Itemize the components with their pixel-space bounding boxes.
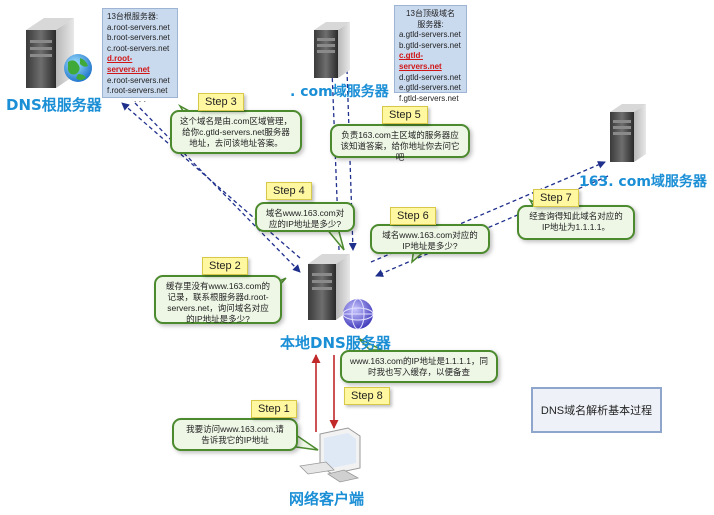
- root-server-list: 13台根服务器: a.root-servers.net b.root-serve…: [102, 8, 178, 106]
- step7-label: Step 7: [533, 189, 579, 207]
- root-list-title: 13台根服务器:: [107, 12, 159, 21]
- diagram-caption: DNS域名解析基本过程: [531, 387, 662, 433]
- bubble-tail-step1: [295, 433, 319, 451]
- step2-label: Step 2: [202, 257, 248, 275]
- root-list-item: c.root-servers.net: [107, 43, 170, 53]
- step2-message: 缓存里没有www.163.com的记录，联系根服务器d.root-servers…: [154, 275, 282, 324]
- root-list-ellipsis: · · ·: [133, 96, 147, 106]
- step3-label: Step 3: [198, 93, 244, 111]
- root-server-label: DNS根服务器: [6, 96, 102, 114]
- com-list-item-highlighted: c.gtld-servers.net: [399, 51, 442, 71]
- root-list-item: b.root-servers.net: [107, 33, 170, 43]
- local-server-label: 本地DNS服务器: [280, 334, 391, 352]
- com-server-label: . com域服务器: [290, 84, 389, 100]
- site-server-label: 163. com域服务器: [579, 174, 707, 190]
- step8-message: www.163.com的IP地址是1.1.1.1，同时我也写入缓存，以便备查: [340, 350, 498, 383]
- root-list-item-highlighted: d.root-servers.net: [107, 54, 150, 74]
- local-server-icon: [308, 254, 350, 320]
- arrow-step3: [134, 102, 301, 273]
- step4-label: Step 4: [266, 182, 312, 200]
- step3-message: 这个域名是由.com区域管理，给你c.gtld-servers.net服务器地址…: [170, 110, 302, 154]
- step1-message: 我要访问www.163.com,请告诉我它的IP地址: [172, 418, 298, 451]
- com-list-item: b.gtld-servers.net: [399, 40, 461, 50]
- step6-message: 域名www.163.com对应的IP地址是多少?: [370, 224, 490, 254]
- com-list-item: a.gtld-servers.net: [399, 30, 461, 40]
- step8-label: Step 8: [344, 387, 390, 405]
- com-list-title-2: 服务器:: [417, 19, 444, 29]
- com-list-item: d.gtld-servers.net: [399, 72, 461, 82]
- com-list-title: 13台顶级域名: [406, 9, 455, 18]
- globe-icon: [64, 54, 92, 82]
- arrow-step2: [121, 102, 301, 259]
- com-list-item: f.gtld-servers.net: [399, 93, 459, 103]
- root-list-item: a.root-servers.net: [107, 22, 170, 32]
- com-server-list: 13台顶级域名 服务器: a.gtld-servers.net b.gtld-s…: [394, 5, 467, 103]
- step5-message: 负责163.com主区域的服务器应该知道答案，给你地址你去问它吧: [330, 124, 470, 162]
- step4-message: 域名www.163.com对应的IP地址是多少?: [255, 202, 355, 232]
- step5-label: Step 5: [382, 106, 428, 124]
- root-list-item: e.root-servers.net: [107, 75, 170, 85]
- network-globe-icon: [342, 298, 374, 330]
- root-server-icon: [26, 18, 74, 88]
- com-list-item: e.gtld-servers.net: [399, 83, 461, 93]
- site-server-icon: [610, 104, 646, 162]
- client-label: 网络客户端: [289, 490, 365, 508]
- com-server-icon: [314, 22, 350, 78]
- step1-label: Step 1: [251, 400, 297, 418]
- step6-label: Step 6: [390, 207, 436, 225]
- client-computer-icon: [299, 427, 361, 483]
- root-list-item: f.root-servers.net: [107, 86, 168, 96]
- step7-message: 经查询得知此域名对应的IP地址为1.1.1.1。: [517, 205, 635, 240]
